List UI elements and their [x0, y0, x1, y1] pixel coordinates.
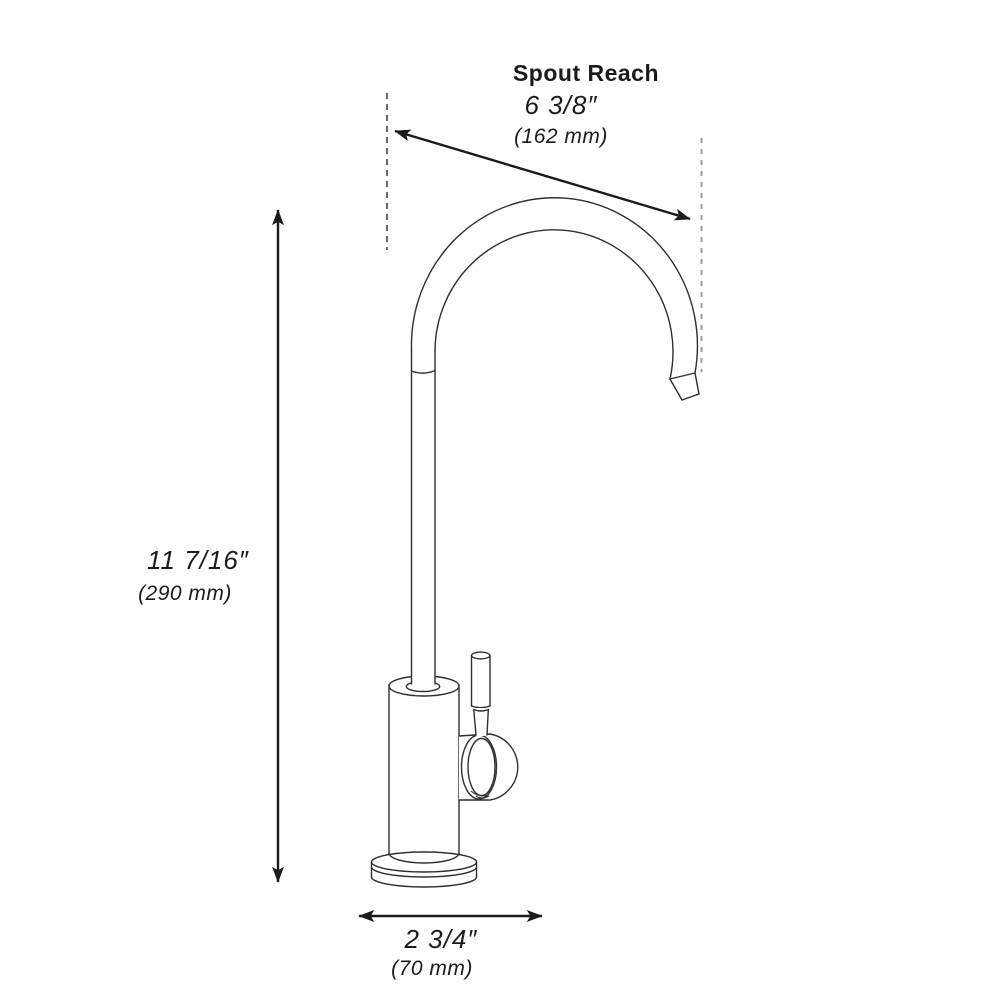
- spout-reach-label: Spout Reach: [512, 60, 660, 86]
- base-flange: [370, 851, 478, 888]
- spout-nozzle: [669, 372, 700, 401]
- valve-detail-arc-2: [475, 795, 490, 799]
- handle-grip-joint: [470, 705, 491, 709]
- spout-outer-arc: [410, 197, 699, 374]
- height-inches: 11 7/16″: [146, 545, 250, 575]
- spout-reach-metric: (162 mm): [514, 125, 608, 148]
- handle-stem-right: [486, 709, 489, 736]
- valve-assembly: [458, 733, 519, 801]
- faucet-drawing: [370, 197, 700, 888]
- base-body-junction-arc: [388, 852, 460, 864]
- dimension-arrows: [272, 129, 691, 922]
- base-bottom-arc: [370, 876, 478, 888]
- spout-reach-arrow: [394, 129, 691, 221]
- valve-detail-arc-1: [470, 790, 489, 797]
- base-top-ellipse: [370, 851, 478, 873]
- handle: [470, 651, 491, 736]
- spout-reach-inches: 6 3/8″: [524, 90, 598, 120]
- base-width-inches: 2 3/4″: [404, 924, 478, 954]
- handle-grip-fill: [471, 655, 490, 707]
- spout-riser-joint: [410, 369, 436, 374]
- handle-top-cap: [470, 651, 491, 660]
- guide-lines: [386, 93, 703, 372]
- base-groove-arc: [370, 866, 478, 878]
- spout-riser-fill: [411, 350, 435, 684]
- handle-stem-left: [473, 709, 477, 736]
- height-metric: (290 mm): [138, 582, 232, 605]
- handle-stem-joint: [472, 708, 490, 712]
- valve-outer: [458, 733, 519, 801]
- base-width-metric: (70 mm): [391, 957, 473, 980]
- spout-inner-arc: [434, 229, 674, 380]
- handle-stem-fill: [473, 708, 489, 736]
